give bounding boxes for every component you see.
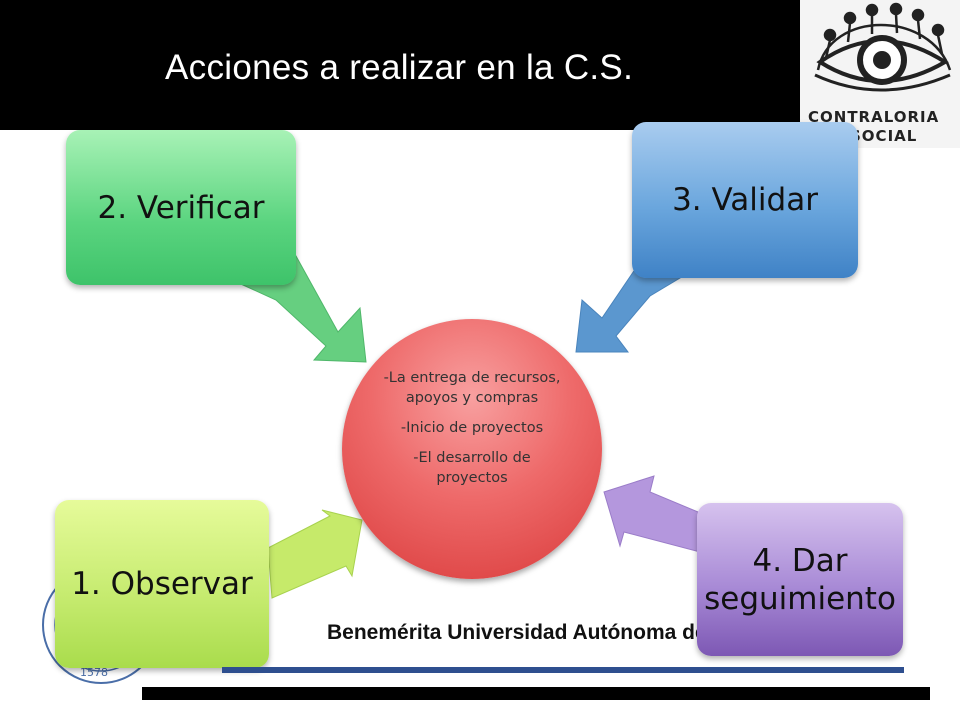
step-observar: 1. Observar [55, 500, 269, 668]
arrow-seguimiento [603, 475, 701, 553]
contraloria-logo [800, 0, 960, 148]
center-item: -La entrega de recursos, apoyos y compra… [383, 370, 561, 406]
title-bar: Acciones a realizar en la C.S. [0, 0, 810, 130]
step-verificar: 2. Verificar [66, 130, 296, 285]
seal-year: 1578 [80, 666, 108, 679]
step-label: 4. Dar seguimiento [704, 542, 896, 617]
arrow-observar [267, 509, 363, 599]
center-item: -Inicio de proyectos [400, 420, 544, 436]
step-label: 3. Validar [672, 182, 818, 218]
step-label: 1. Observar [71, 566, 253, 602]
footer-divider-blue [222, 667, 904, 673]
step-seguimiento: 4. Dar seguimiento [697, 503, 903, 656]
page-title: Acciones a realizar en la C.S. [165, 48, 634, 87]
center-item: -El desarrollo de proyectos [413, 450, 531, 486]
footer-divider-black [142, 687, 930, 700]
university-name: Benemérita Universidad Autónoma de Puebl… [327, 621, 700, 644]
arrow-validar [575, 261, 692, 353]
eye-with-people-icon [814, 2, 952, 92]
center-circle [342, 319, 602, 579]
logo-text-contraloria: CONTRALORIA [808, 108, 940, 126]
step-label: 2. Verificar [97, 189, 265, 226]
center-text: -La entrega de recursos, apoyos y compra… [380, 368, 564, 498]
logo-text-social: SOCIAL [850, 127, 918, 145]
step-validar: 3. Validar [632, 122, 858, 278]
